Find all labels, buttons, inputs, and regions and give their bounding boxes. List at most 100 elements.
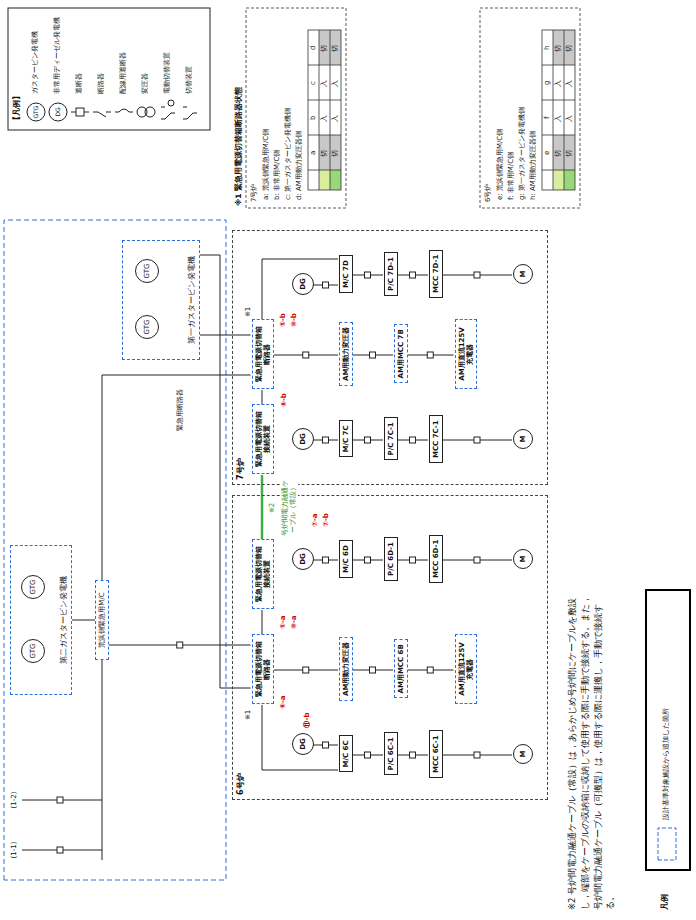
label-text: a: 荒浜側緊急用M/C側	[262, 129, 270, 200]
label-text: 切	[554, 45, 562, 52]
breaker-symbol	[474, 272, 480, 278]
node-text: M	[520, 271, 527, 278]
node-text: M/C 7C	[342, 425, 350, 452]
emergency-mc-box: 荒浜側緊急用M/C	[95, 580, 109, 660]
unit-frame: 7号炉緊急用電源切替箱接続装置緊急用電源切替箱断路器DGDGM/C 7CAM用動…	[232, 230, 548, 485]
legend-heading: 【凡例】	[12, 92, 22, 124]
label-text: 入	[320, 80, 328, 87]
legend-entry: 設計基準対象施設から追加した箇所	[662, 708, 670, 820]
label-text: 【凡例】	[12, 92, 21, 124]
label-text: f: 非常用M/C側	[507, 152, 515, 200]
pc-box: P/C 7D-1	[384, 252, 398, 296]
legend-text: 断路器	[97, 73, 105, 94]
breaker-symbol	[365, 272, 371, 278]
gtg-circle: GTG	[21, 575, 45, 599]
node-text: P/C 7C-1	[387, 422, 395, 455]
label-text: 切	[331, 150, 339, 157]
breaker-symbol	[370, 667, 376, 673]
breaker-symbol	[474, 752, 480, 758]
label-text: (1-1)	[10, 842, 18, 859]
label-text: e	[543, 151, 551, 155]
label-text: 切	[331, 45, 339, 52]
legend-text: 設計基準対象施設から追加した箇所	[662, 708, 670, 820]
power-line	[200, 335, 251, 336]
label-text: ※1	[244, 307, 252, 317]
callout-number: ⑤-a	[279, 614, 287, 630]
node-text: AM用直流125V充電器	[458, 324, 475, 384]
legend-entry: ガスタービン発電機	[31, 31, 39, 94]
label-text: ⑧-a	[279, 695, 287, 709]
label-text: 6号炉	[484, 184, 492, 202]
breaker-symbol	[323, 742, 329, 748]
mcc-box: MCC 7D-1	[429, 250, 443, 298]
label-text: 切	[320, 150, 328, 157]
breaker-symbol	[57, 797, 63, 803]
node-text: AM用動力変圧器	[342, 642, 350, 696]
label-text: g: 第一ガスタービン発電機側	[518, 107, 526, 200]
label-text: 緊急用断路器	[176, 389, 184, 431]
breaker-symbol	[303, 667, 309, 673]
label-text: f	[543, 117, 551, 119]
breaker-symbol	[323, 282, 329, 288]
breaker-symbol	[303, 352, 309, 358]
mcc-box: AM用MCC 6B	[394, 639, 408, 698]
cable-label: 号炉間電力融通ケーブル（常設）	[281, 479, 298, 537]
label-text: ※1	[244, 710, 252, 720]
motor-circle: M	[513, 264, 533, 284]
gtg-symbol	[27, 103, 45, 121]
label-text: 入	[554, 80, 562, 87]
legend-text: 電動切替装置	[163, 52, 171, 94]
label-text: h: AM用動力変圧器側	[529, 131, 537, 200]
node-text: DG	[300, 553, 307, 565]
breaker-state-table	[246, 8, 580, 208]
legend-entry: 変圧器	[141, 73, 149, 94]
label-text: 6号炉	[484, 184, 492, 202]
label-text: c: 第一ガスタービン発電機側	[284, 108, 292, 200]
dg-circle: DG	[292, 733, 314, 755]
node-text: 荒浜側緊急用M/C	[98, 585, 106, 655]
label-text: 入	[320, 80, 328, 87]
legend-entry: 断路器	[97, 73, 105, 94]
node-text: DG	[300, 738, 307, 750]
table-grid	[308, 30, 341, 190]
label-text: 切	[565, 45, 573, 52]
label-text: ※2 号炉間電力融通ケーブル（常設）は，あらかじめ号炉間にケーブルを敷設し，端部…	[567, 595, 615, 910]
callout-number: ⑩-b	[290, 312, 298, 328]
label-text: e: 荒浜側緊急用M/C側	[496, 129, 504, 200]
mc-box: M/C 7C	[339, 420, 353, 457]
motor-switch-symbol	[161, 107, 175, 119]
label-text: 切	[320, 45, 328, 52]
mcc-box: AM用MCC 7B	[394, 324, 408, 383]
power-line	[262, 390, 263, 405]
label-text: a	[309, 151, 317, 155]
label-text: ※1	[244, 710, 252, 720]
node-text: MCC 6D-1	[432, 540, 440, 578]
node-text: P/C 7D-1	[387, 257, 395, 291]
label-text: (1-1)	[10, 842, 18, 859]
breaker-symbol	[76, 108, 84, 116]
label-text: 切	[554, 45, 562, 52]
label-text: f	[543, 117, 551, 119]
node-text: M	[520, 436, 527, 443]
switch-box-breaker: 緊急用電源切替箱断路器	[252, 634, 275, 704]
callout-number: ⑧-b	[280, 392, 288, 408]
transformer-symbol	[145, 107, 155, 117]
label-text: c	[309, 81, 317, 85]
legend-text: 変圧器	[141, 73, 149, 94]
legend-entry: 配線用遮断器	[119, 52, 127, 94]
label-text: d: AM用動力変圧器側	[295, 131, 303, 200]
node-text: M/C 6C	[342, 740, 350, 767]
label-text: 入	[565, 115, 573, 122]
legend-entry: 電動切替装置	[163, 52, 171, 94]
label-text: 入	[331, 80, 339, 87]
table-cell	[330, 170, 341, 190]
note-marker: ※2	[268, 503, 276, 513]
label-text: 入	[565, 80, 573, 87]
connection-device-box: 緊急用電源切替箱接続装置	[252, 539, 275, 609]
label-text: 緊急用断路器	[176, 389, 184, 431]
node-text: M	[520, 556, 527, 563]
node-text: DG	[300, 433, 307, 445]
table-grid	[246, 8, 580, 208]
